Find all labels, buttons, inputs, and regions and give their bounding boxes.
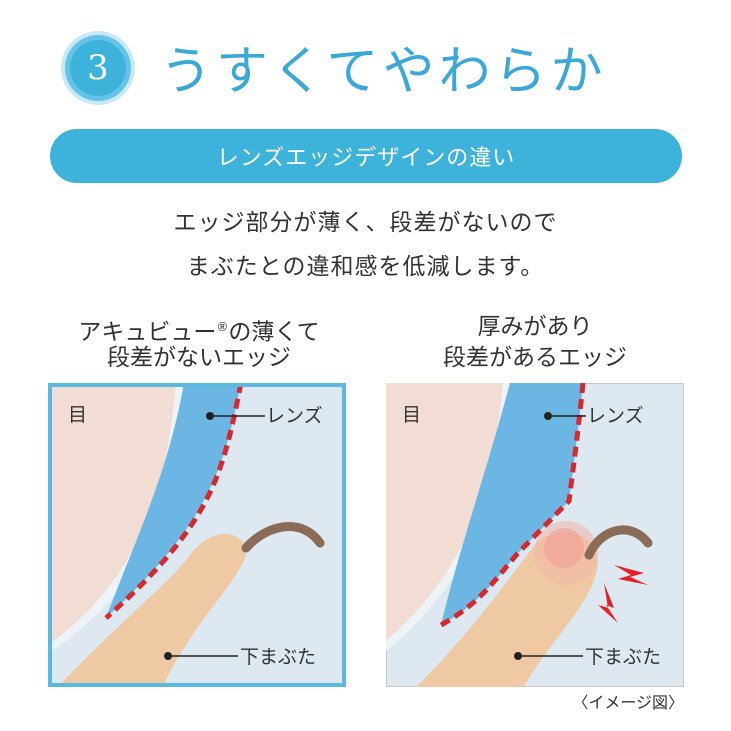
left-edge-diagram: 目 レンズ 下まぶた (48, 382, 346, 687)
image-caption: 〈イメージ図〉 (572, 693, 684, 712)
right-heading-line-1: 厚みがあり (477, 314, 593, 340)
left-diagram-frame (48, 383, 346, 687)
irritation-bolt-icon (598, 583, 618, 623)
badge-flower-shape (61, 31, 135, 105)
lens-shape (106, 383, 241, 618)
step-number-badge: 3 (57, 27, 139, 109)
description-line-2: まぶたとの違和感を低減します。 (186, 254, 545, 280)
lens-edge-dashed-line (439, 382, 586, 628)
lens-shape (441, 383, 583, 625)
left-heading-line-2: 段差がないエッジ (107, 345, 291, 371)
step-number: 3 (87, 48, 109, 88)
section-banner-label: レンズエッジデザインの違い (216, 146, 516, 171)
right-edge-diagram: 目 レンズ 下まぶた (386, 382, 684, 687)
eye-label: 目 (68, 404, 87, 426)
eyelid-shape (58, 534, 247, 687)
lens-label: レンズ (266, 405, 323, 427)
left-heading-suffix: の薄くて (228, 319, 320, 346)
section-banner: レンズエッジデザインの違い (50, 129, 682, 183)
right-heading-line-2: 段差があるエッジ (443, 345, 627, 371)
eye-shape (386, 383, 503, 641)
registered-mark: ® (216, 320, 229, 334)
left-heading-prefix: アキュビュー (78, 319, 217, 346)
left-heading-line-1: アキュビュー®の薄くて (49, 312, 349, 348)
eyelash-icon (584, 525, 653, 560)
irritation-glow-core (544, 528, 584, 568)
eyelid-label: 下まぶた (240, 646, 316, 668)
eye-label: 目 (402, 404, 421, 426)
eyelid-label: 下まぶた (585, 646, 661, 668)
lens-label: レンズ (587, 405, 644, 427)
page-title: うすくてやわらか (160, 41, 607, 102)
description-line-1: エッジ部分が薄く、段差がないので (173, 210, 558, 236)
irritation-bolt-icon (614, 565, 648, 585)
eyelash-icon (241, 522, 325, 553)
eye-shape (48, 383, 176, 645)
